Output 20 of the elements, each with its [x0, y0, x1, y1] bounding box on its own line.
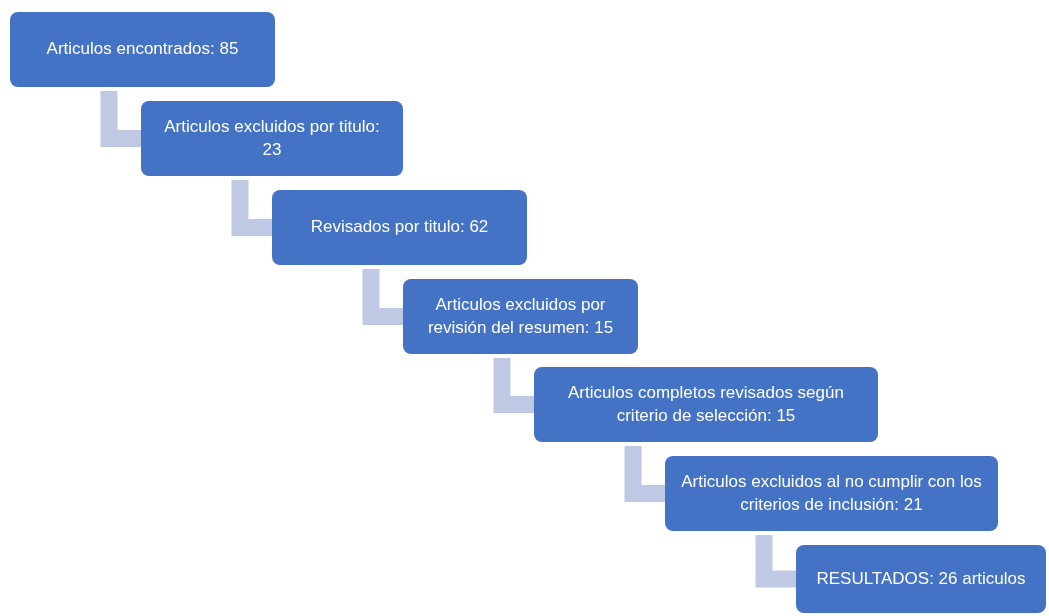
process-box — [796, 545, 1046, 613]
elbow-connector — [100, 91, 141, 147]
box-label: Articulos excluidos por titulo: 23 — [163, 115, 381, 161]
process-box — [534, 367, 878, 442]
box-label: Articulos excluidos por revisión del resumen: 15 — [426, 293, 615, 339]
process-box — [10, 12, 275, 87]
elbow-connector — [493, 358, 534, 413]
process-box — [272, 190, 527, 265]
elbow-connector — [231, 180, 272, 236]
elbow-connector — [362, 269, 403, 325]
box-label: Articulos completos revisados según criterio de selección: 15 — [567, 381, 845, 427]
box-label: Articulos excluidos al no cumplir con los criterios de inclusión: 21 — [680, 470, 983, 516]
process-box — [403, 279, 638, 354]
box-label: Revisados por titulo: 62 — [310, 216, 489, 239]
process-box — [665, 456, 998, 531]
box-label: RESULTADOS: 26 articulos — [816, 567, 1026, 590]
elbow-connector — [624, 446, 665, 502]
box-label: Articulos encontrados: 85 — [46, 38, 239, 61]
process-box — [141, 101, 403, 176]
elbow-connector — [755, 535, 796, 588]
